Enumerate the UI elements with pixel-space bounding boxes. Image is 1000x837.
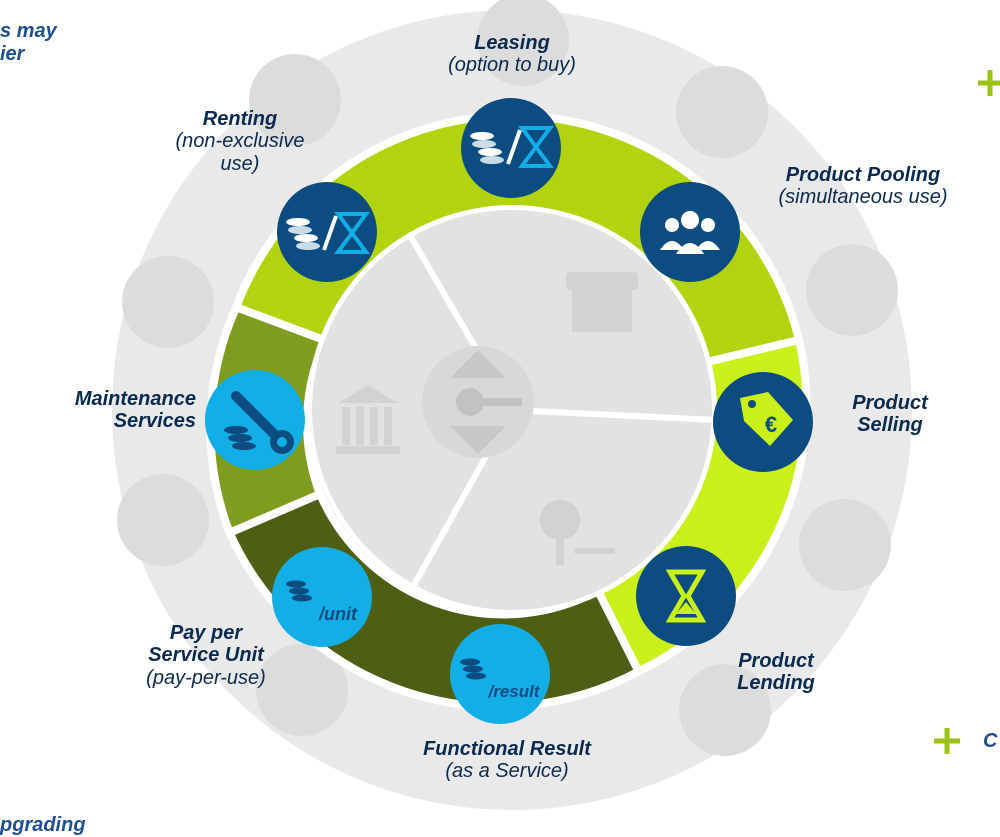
selling-icon: € bbox=[713, 372, 813, 472]
label-selling: Product Selling bbox=[852, 392, 928, 437]
label-renting: Renting (non-exclusive use) bbox=[175, 108, 305, 175]
leasing-icon bbox=[461, 98, 561, 198]
pooling-icon bbox=[640, 182, 740, 282]
shop-icon bbox=[806, 244, 898, 336]
truck-icon bbox=[676, 66, 768, 158]
market-stall-icon bbox=[566, 272, 638, 332]
euro-icon: € bbox=[765, 412, 777, 437]
label-maintenance: Maintenance Services bbox=[74, 388, 196, 433]
edge-text-bottom-right: C bbox=[983, 730, 998, 752]
plus-icon-top bbox=[978, 70, 1000, 96]
edge-text-bottom-left: pgrading bbox=[0, 814, 86, 836]
label-leasing: Leasing (option to buy) bbox=[448, 32, 576, 77]
lending-icon bbox=[636, 546, 736, 646]
label-pooling: Product Pooling (simultaneous use) bbox=[778, 164, 948, 209]
result-label: /result bbox=[487, 682, 540, 701]
building-icon bbox=[249, 54, 341, 146]
label-functional: Functional Result (as a Service) bbox=[423, 738, 591, 783]
maintenance-icon bbox=[205, 370, 305, 470]
unit-label: /unit bbox=[318, 604, 358, 624]
exchange-key-icon bbox=[422, 346, 534, 458]
functional-icon: /result bbox=[450, 624, 550, 724]
label-payper: Pay per Service Unit (pay-per-use) bbox=[146, 622, 266, 689]
hammer-icon bbox=[256, 644, 348, 736]
label-lending: Product Lending bbox=[737, 650, 815, 695]
cable-drum-icon bbox=[679, 664, 771, 756]
plus-icon-bottom bbox=[934, 728, 960, 754]
payper-icon: /unit bbox=[272, 547, 372, 647]
outer-ring-icons bbox=[117, 0, 898, 756]
pallet-icon bbox=[477, 0, 569, 86]
park-tree-icon bbox=[540, 500, 615, 565]
renting-icon bbox=[277, 182, 377, 282]
crane-icon bbox=[122, 256, 214, 348]
inner-icons bbox=[336, 272, 638, 565]
edge-text-top-left: s may ier bbox=[0, 20, 57, 65]
factory-icon bbox=[799, 499, 891, 591]
drill-press-icon bbox=[117, 474, 209, 566]
bank-icon bbox=[336, 385, 400, 454]
